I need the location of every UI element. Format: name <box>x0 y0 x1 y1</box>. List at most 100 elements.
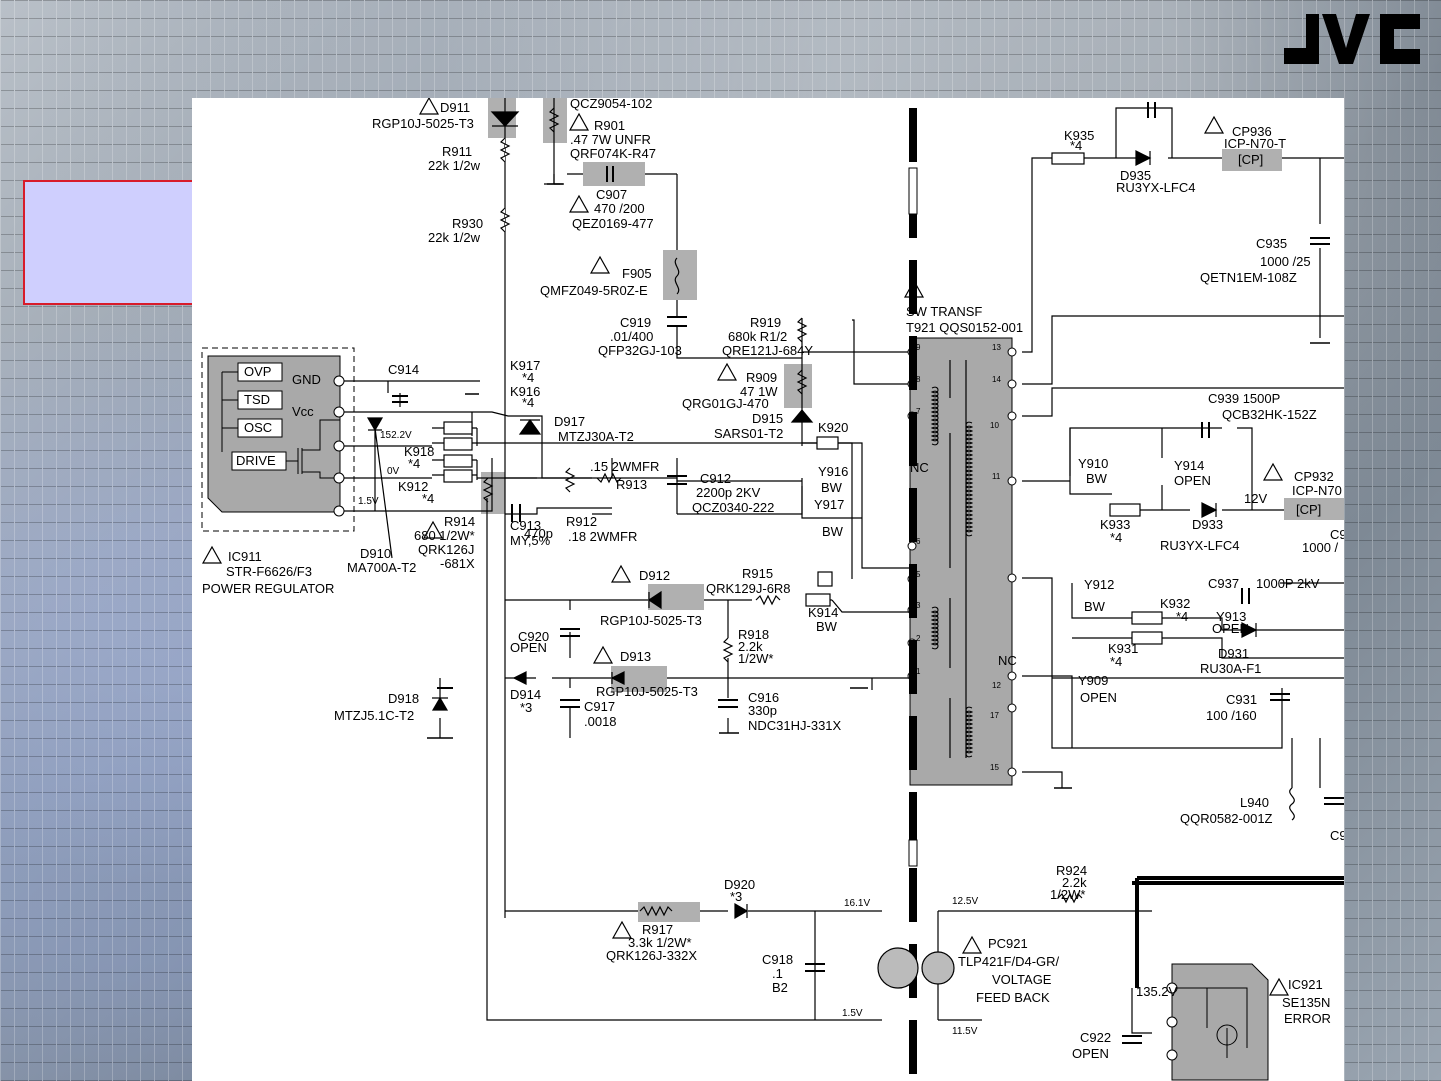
d915-label-1: SARS01-T2 <box>714 426 783 441</box>
r911-label-1: 22k 1/2w <box>428 158 481 173</box>
d931-label-1: RU30A-F1 <box>1200 661 1261 676</box>
sw-transformer <box>907 337 1017 786</box>
qcz-label-0: QCZ9054-102 <box>570 98 652 111</box>
r912-label-1: .18 2WMFR <box>568 529 637 544</box>
transformer-pin-1: 1 <box>916 667 921 676</box>
d912-label-1: RGP10J-5025-T3 <box>600 613 702 628</box>
transformer-pin-17: 17 <box>990 711 999 720</box>
y916-label-0: Y916 <box>818 464 848 479</box>
r917-label-2: QRK126J-332X <box>606 948 697 963</box>
component-symbols <box>366 102 1344 1044</box>
c937-label-0: C937 <box>1208 576 1239 591</box>
c920-label-0: C920 <box>518 629 549 644</box>
transformer-pin-8: 8 <box>916 375 921 384</box>
transf-label-2: NC <box>910 460 929 475</box>
r915-label-1: QRK129J-6R8 <box>706 581 791 596</box>
k918-label-1: *4 <box>408 456 420 471</box>
d935-label-1: RU3YX-LFC4 <box>1116 180 1195 195</box>
y913-label-1: OPEN <box>1212 621 1249 636</box>
f905-label-1: QMFZ049-5R0Z-E <box>540 283 648 298</box>
volts_ic911-label-2: 1.5V <box>358 496 379 507</box>
r930-label-0: R930 <box>452 216 483 231</box>
f905-label-0: F905 <box>622 266 652 281</box>
r901-label-0: R901 <box>594 118 625 133</box>
volts_pc-label-1: 11.5V <box>952 1026 978 1037</box>
transf-label-0: SW TRANSF <box>906 304 982 319</box>
transformer-pin-15: 15 <box>990 763 999 772</box>
d918-label-0: D918 <box>388 691 419 706</box>
y909-label-1: OPEN <box>1080 690 1117 705</box>
r909-label-0: R909 <box>746 370 777 385</box>
y910-label-1: BW <box>1086 471 1108 486</box>
y914-label-1: OPEN <box>1174 473 1211 488</box>
warning-icon <box>201 98 1290 996</box>
jvc-logo <box>1284 14 1420 64</box>
c907-label-1: 470 /200 <box>594 201 645 216</box>
l940-label-0: L940 <box>1240 795 1269 810</box>
d915-label-0: D915 <box>752 411 783 426</box>
transformer-pin-7: 7 <box>916 407 921 416</box>
transf-label-1: T921 QQS0152-001 <box>906 320 1023 335</box>
r918-label-0: R918 <box>738 627 769 642</box>
r919-label-1: 680k R1/2 <box>728 329 787 344</box>
c907-label-0: C907 <box>596 187 627 202</box>
c920-label-1: OPEN <box>510 640 547 655</box>
c912-label-0: C912 <box>700 471 731 486</box>
c919-label-2: QFP32GJ-103 <box>598 343 682 358</box>
cp932-label-0: CP932 <box>1294 469 1334 484</box>
c935-label-1: 1000 /25 <box>1260 254 1311 269</box>
ic911-label-1: STR-F6626/F3 <box>226 564 312 579</box>
volts_ic911-label-1: 0V <box>387 466 400 477</box>
cp932-label-5: 1000 / <box>1302 540 1339 555</box>
ic911-block-label-4: TSD <box>244 392 270 407</box>
c922-label-0: C922 <box>1080 1030 1111 1045</box>
ic911-block <box>201 347 355 532</box>
c918-label-2: B2 <box>772 980 788 995</box>
transformer-pin-6: 6 <box>916 537 921 546</box>
transf-label-3: NC <box>998 653 1017 668</box>
cp936-label-0: CP936 <box>1232 124 1272 139</box>
k935-label-1: *4 <box>1070 138 1082 153</box>
ic911-block-label-5: OSC <box>244 420 272 435</box>
c937-label-1: 1000P 2kV <box>1256 576 1320 591</box>
transformer-pin-13: 13 <box>992 343 1001 352</box>
r912-label-0: R912 <box>566 514 597 529</box>
y917-label-1: BW <box>822 524 844 539</box>
r913-label-0: .15 2WMFR <box>590 459 659 474</box>
ic921-label-2: ERROR <box>1284 1011 1331 1026</box>
k918-label-0: K918 <box>404 444 434 459</box>
k917-label-0: K917 <box>510 358 540 373</box>
d918-label-1: MTZJ5.1C-T2 <box>334 708 414 723</box>
d933-label-0: D933 <box>1192 517 1223 532</box>
d911-label-0: D911 <box>440 100 470 115</box>
c913-label-2: MY,5% <box>510 533 551 548</box>
c939-label-0: C939 1500P <box>1208 391 1280 406</box>
c922-label-1: OPEN <box>1072 1046 1109 1061</box>
c919-label-1: .01/400 <box>610 329 653 344</box>
d917-label-0: D917 <box>554 414 585 429</box>
pc921-label-2: VOLTAGE <box>992 972 1052 987</box>
d910-label-1: MA700A-T2 <box>347 560 416 575</box>
d913-label-1: RGP10J-5025-T3 <box>596 684 698 699</box>
volts_low-label-1: 1.5V <box>842 1008 863 1019</box>
transformer-pin-12: 12 <box>992 681 1001 690</box>
l940-label-1: QQR0582-001Z <box>1180 811 1273 826</box>
c912-label-2: QCZ0340-222 <box>692 500 774 515</box>
d914-label-1: *3 <box>520 700 532 715</box>
k933-label-1: *4 <box>1110 530 1122 545</box>
k917-label-1: *4 <box>522 370 534 385</box>
k935-label-0: K935 <box>1064 128 1094 143</box>
r919-label-0: R919 <box>750 315 781 330</box>
d914-label-0: D914 <box>510 687 541 702</box>
ic921-label-3: 135.2V <box>1136 984 1178 999</box>
c913-label-0: C913 <box>510 518 541 533</box>
r914-label-2: QRK126J <box>418 542 474 557</box>
ic911-label-2: POWER REGULATOR <box>202 581 334 596</box>
ground-symbols <box>427 183 1330 789</box>
transformer-pin-10: 10 <box>990 421 999 430</box>
ic921-label-0: IC921 <box>1288 977 1323 992</box>
k931-label-1: *4 <box>1110 654 1122 669</box>
c914-label-0: C914 <box>388 362 419 377</box>
transformer-pin-9: 9 <box>916 343 921 352</box>
